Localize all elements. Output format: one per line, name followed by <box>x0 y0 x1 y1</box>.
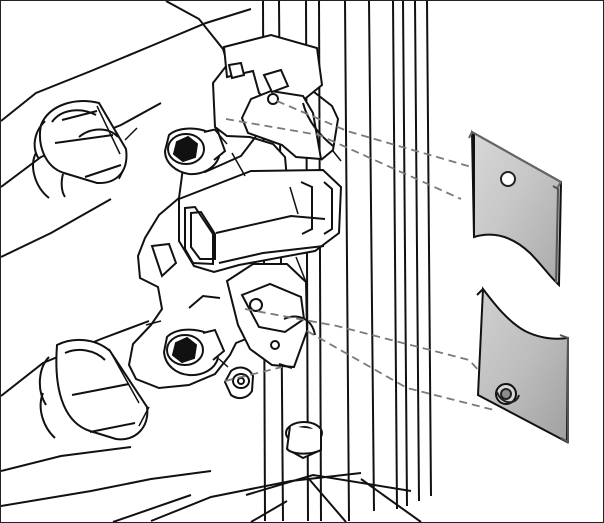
lower-cutter-holder <box>225 263 316 369</box>
washer-bolt <box>285 421 323 460</box>
lower-cutter-plate <box>476 286 570 444</box>
upper-cutter-plate <box>468 130 563 288</box>
center-handle-assembly <box>178 168 343 274</box>
lower-socket-bolt <box>162 328 226 377</box>
guide-pin <box>223 366 255 400</box>
upper-cutter-holder <box>222 33 340 161</box>
upper-left-roller <box>32 100 128 199</box>
upper-socket-bolt <box>163 127 227 176</box>
detail-lines <box>96 105 342 427</box>
lower-left-roller <box>38 338 149 441</box>
